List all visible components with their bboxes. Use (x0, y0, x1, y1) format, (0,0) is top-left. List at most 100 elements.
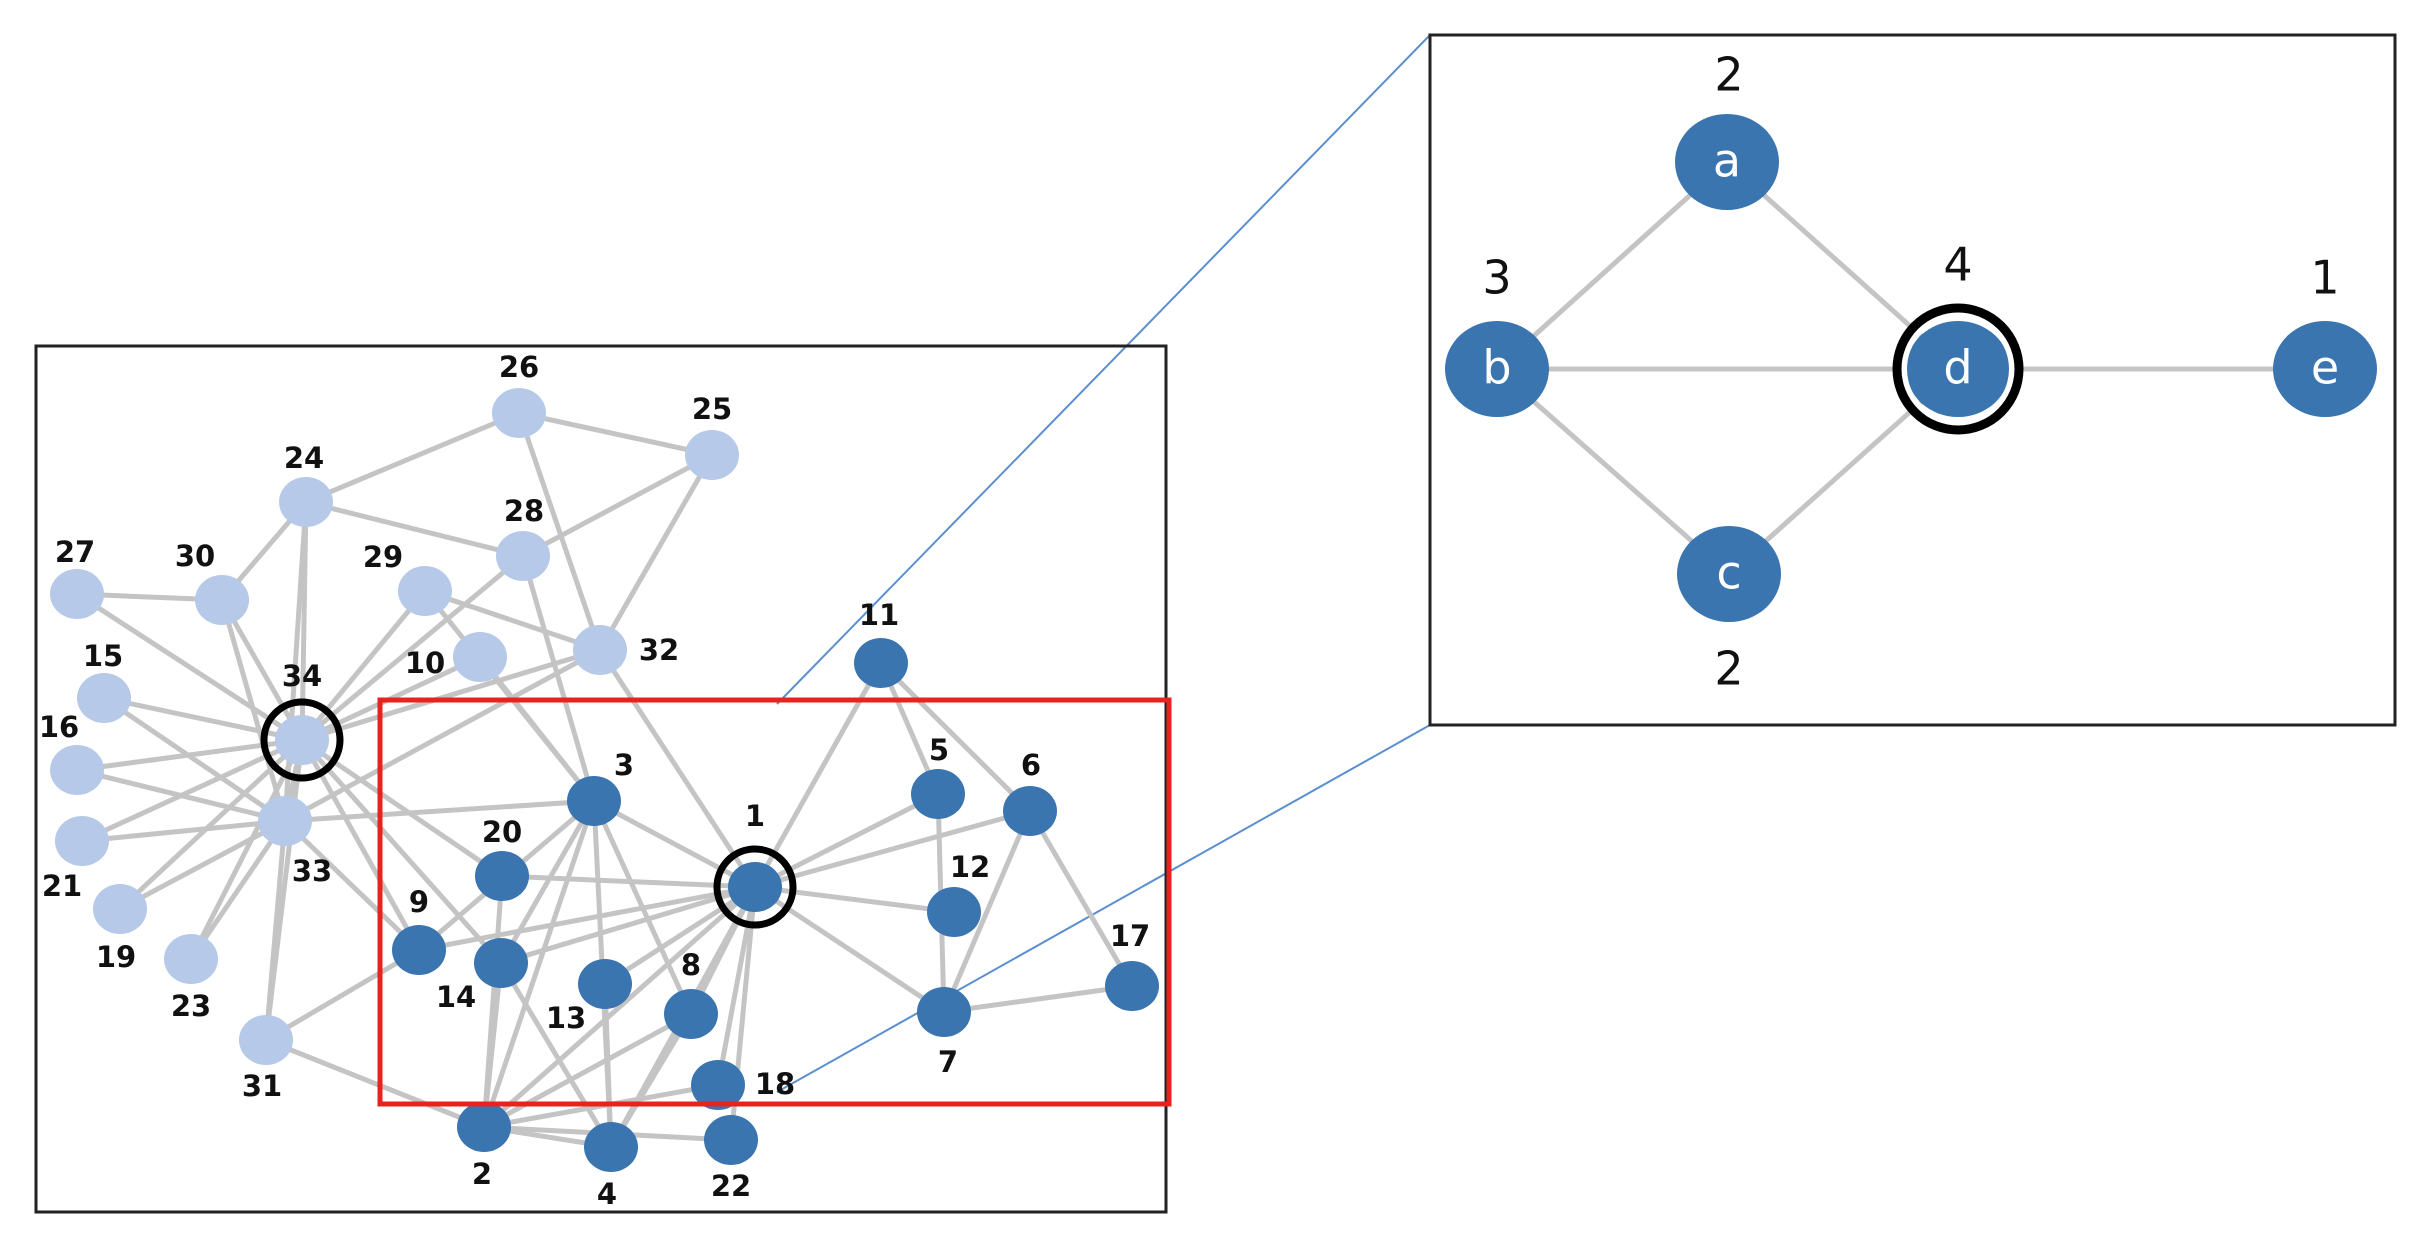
network-edge (481, 873, 505, 1130)
network-edge (101, 695, 305, 743)
network-node-circle (93, 884, 147, 934)
network-node-label: 22 (711, 1169, 751, 1203)
network-edge (79, 818, 288, 844)
inset-node-circle (1445, 321, 1549, 417)
network-edge (520, 553, 597, 804)
network-node-circle (398, 566, 452, 616)
inset-node-c: c2 (1677, 526, 1781, 696)
network-node-label: 13 (546, 1001, 586, 1035)
network-node-circle (258, 796, 312, 846)
network-edge (602, 981, 614, 1150)
network-node-label: 17 (1110, 919, 1150, 953)
network-node-circle (50, 569, 104, 619)
node-highlight-ring (260, 698, 344, 782)
network-edge (74, 591, 305, 743)
network-node-32: 32 (573, 625, 679, 675)
network-node-28: 28 (496, 494, 550, 581)
network-node-circle (239, 1015, 293, 1065)
inset-node-circle (1675, 114, 1779, 210)
network-node-label: 25 (692, 392, 732, 426)
network-node-circle (195, 575, 249, 625)
inset-node-letter: c (1716, 546, 1741, 600)
network-edge (597, 647, 758, 890)
network-node-label: 19 (96, 940, 136, 974)
network-node-circle (917, 987, 971, 1037)
network-edge (597, 452, 715, 653)
network-node-label: 9 (409, 885, 429, 919)
network-edge (941, 983, 1135, 1015)
network-edge (941, 808, 1033, 1015)
network-node-circle (854, 638, 908, 688)
network-edge (303, 499, 526, 559)
network-edge (481, 798, 597, 1130)
network-node-26: 26 (492, 350, 546, 438)
network-node-circle (453, 632, 507, 682)
network-node-label: 3 (614, 748, 634, 782)
inset-node-d: d4 (1892, 238, 2024, 435)
network-node-label: 23 (171, 989, 211, 1023)
network-node-label: 27 (55, 535, 95, 569)
inset-node-circle (1906, 321, 2010, 417)
network-edge (299, 553, 526, 743)
network-edge (282, 647, 603, 824)
network-node-circle (685, 430, 739, 480)
network-node-27: 27 (50, 535, 104, 619)
network-node-22: 22 (704, 1115, 758, 1203)
network-node-label: 30 (175, 539, 215, 573)
network-edge (520, 452, 715, 559)
zoom-line-top (776, 34, 1431, 705)
network-node-circle (704, 1115, 758, 1165)
network-node-label: 21 (42, 869, 82, 903)
network-node-14: 14 (436, 938, 528, 1014)
inset-edge (1494, 159, 1730, 372)
network-node-label: 12 (950, 850, 990, 884)
inset-node-count: 2 (1714, 48, 1743, 102)
network-edge (481, 884, 758, 1130)
network-node-circle (457, 1102, 511, 1152)
network-node-circle (728, 862, 782, 912)
network-node-circle (475, 851, 529, 901)
network-node-label: 15 (83, 639, 123, 673)
inset-ring-gap (1901, 312, 2015, 426)
inset-node-e: e1 (2273, 251, 2377, 417)
network-edge (878, 660, 1033, 814)
network-node-circle (279, 477, 333, 527)
inset-node-circle (1677, 526, 1781, 622)
network-node-circle (492, 388, 546, 438)
network-node-label: 29 (363, 540, 403, 574)
inset-node-count: 3 (1482, 251, 1511, 305)
network-edge (752, 884, 957, 915)
network-node-label: 2 (472, 1157, 492, 1191)
inset-node-a: a2 (1675, 48, 1779, 210)
network-node-label: 5 (929, 733, 949, 767)
network-node-29: 29 (363, 540, 452, 616)
network-edge (752, 791, 941, 890)
network-edge (516, 410, 603, 653)
network-node-34: 34 (260, 659, 344, 782)
network-edge (188, 818, 288, 962)
network-node-label: 20 (482, 815, 522, 849)
inset-edge (1494, 366, 1732, 577)
network-node-7: 7 (917, 987, 971, 1079)
network-node-label: 16 (39, 710, 79, 744)
network-edge (1027, 808, 1135, 989)
inset-node-count: 4 (1943, 238, 1972, 292)
node-highlight-ring (713, 845, 797, 929)
network-edge (591, 798, 758, 890)
network-node-4: 4 (584, 1122, 638, 1211)
network-node-circle (164, 934, 218, 984)
network-node-5: 5 (911, 733, 965, 819)
network-node-label: 11 (859, 598, 899, 632)
node-highlight-ring (1892, 303, 2024, 435)
network-edge (299, 588, 428, 743)
network-node-18: 18 (691, 1060, 795, 1110)
network-node-label: 6 (1021, 748, 1041, 782)
network-node-circle (911, 769, 965, 819)
network-node-label: 4 (597, 1177, 617, 1211)
network-node-label: 1 (745, 799, 765, 833)
network-node-label: 26 (499, 350, 539, 384)
network-edge (219, 597, 288, 824)
